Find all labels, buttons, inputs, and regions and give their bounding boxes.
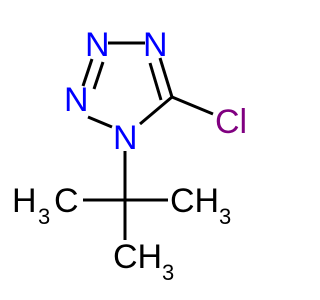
methyl-bottom-subscript: 3 (162, 260, 174, 285)
methyl-right-subscript: 3 (219, 204, 231, 229)
bond-c5-n4 (139, 95, 173, 126)
methyl-bottom-ch: CH (113, 238, 162, 276)
methyl-left-c: C (54, 182, 79, 220)
bond-n3-c5-b (148, 62, 163, 101)
bond-n3-c5-a (158, 57, 174, 98)
bond-c5-cl (171, 95, 214, 116)
methyl-bottom: CH 3 (113, 238, 174, 285)
atom-n3: N (143, 26, 168, 64)
bond-n2-n1-a (81, 58, 94, 87)
atom-n4: N (113, 119, 138, 157)
bond-n2-n1-b (92, 61, 105, 90)
bond-n1-n4 (87, 115, 113, 129)
atom-n2: N (85, 26, 110, 64)
methyl-right-ch: CH (170, 182, 219, 220)
methyl-left-h: H (12, 182, 37, 220)
methyl-left-subscript: 3 (38, 204, 50, 229)
methyl-right: CH 3 (170, 182, 231, 229)
atom-labels: N N N N Cl H 3 C CH 3 CH 3 (12, 26, 247, 285)
bonds (81, 41, 214, 240)
methyl-left: H 3 C (12, 182, 79, 229)
atom-n1: N (64, 81, 89, 119)
chemical-structure: N N N N Cl H 3 C CH 3 CH 3 (12, 26, 247, 285)
atom-cl: Cl (215, 103, 247, 141)
